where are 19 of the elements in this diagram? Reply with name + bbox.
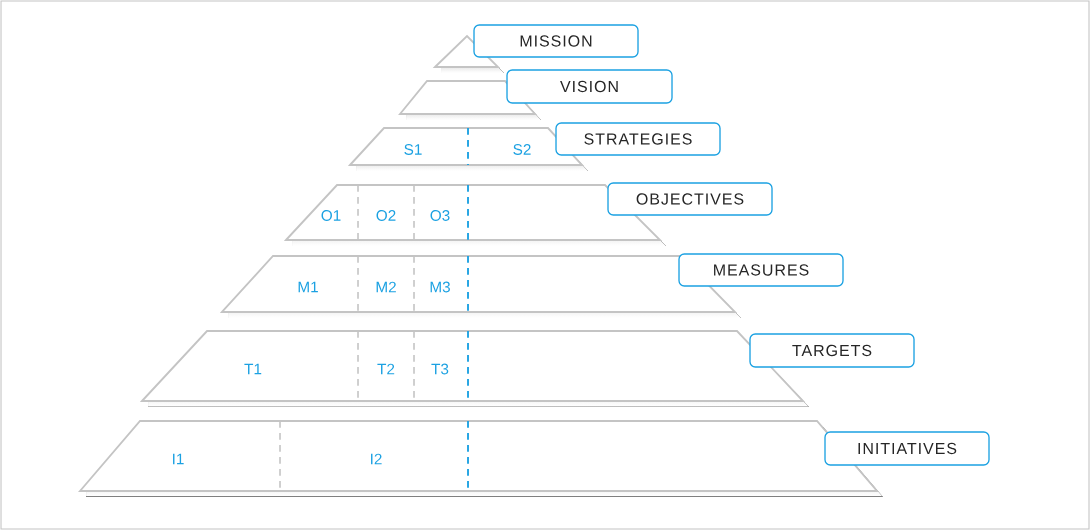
cell-label: T2 (377, 363, 395, 375)
cell-label: I1 (173, 453, 184, 465)
cell-label: S1 (404, 144, 422, 155)
level-label-box: STRATEGIES (555, 122, 721, 156)
cell-label: T3 (431, 363, 449, 375)
level-label-box: TARGETS (749, 333, 915, 368)
level-label-box: MEASURES (678, 253, 844, 287)
cell-label: S2 (513, 144, 531, 155)
level-label-box: VISION (506, 69, 673, 104)
cell-label: M1 (298, 281, 318, 293)
cell-label: T1 (244, 363, 262, 375)
cell-label: I2 (371, 453, 382, 465)
level-label-box: INITIATIVES (824, 431, 990, 466)
cell-label: O3 (430, 210, 450, 221)
cell-label: M3 (430, 281, 450, 293)
level-label-box: OBJECTIVES (607, 182, 773, 216)
cell-label: O1 (321, 210, 341, 221)
cell-label: O2 (376, 210, 396, 221)
cell-label: M2 (376, 281, 396, 293)
